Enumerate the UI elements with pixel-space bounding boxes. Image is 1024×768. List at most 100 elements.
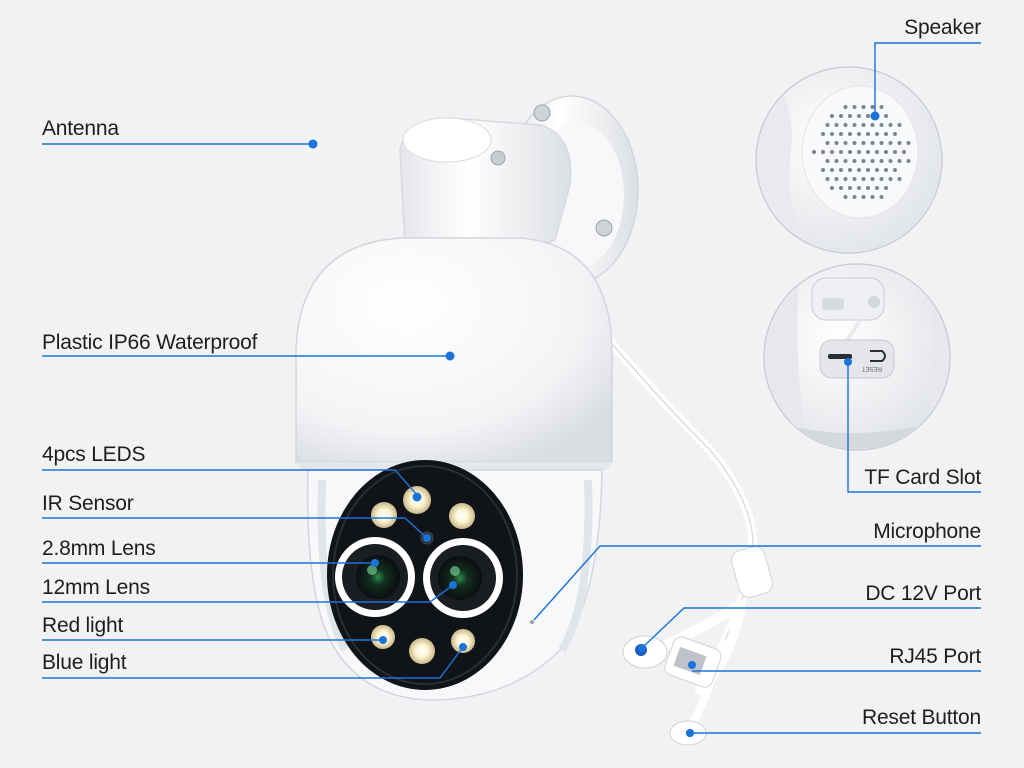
- label-leds: 4pcs LEDS: [42, 443, 146, 466]
- speaker-hole: [843, 141, 848, 145]
- speaker-hole: [866, 168, 870, 172]
- speaker-hole: [848, 132, 852, 136]
- speaker-hole: [861, 195, 866, 199]
- speaker-hole: [821, 168, 825, 172]
- speaker-hole: [821, 150, 825, 154]
- speaker-hole: [893, 168, 897, 172]
- speaker-hole: [830, 150, 834, 154]
- cable: [595, 325, 758, 645]
- dot-lens-28: [371, 559, 379, 567]
- speaker-hole: [888, 177, 893, 181]
- leader-dc-port: [641, 607, 981, 649]
- speaker-hole: [843, 159, 848, 163]
- speaker-hole: [897, 177, 902, 181]
- dot-lens-12: [449, 581, 457, 589]
- speaker-hole: [879, 141, 884, 145]
- speaker-hole: [812, 150, 816, 154]
- dot-reset: [686, 729, 694, 737]
- speaker-hole: [870, 195, 875, 199]
- label-dc-port: DC 12V Port: [865, 582, 981, 605]
- speaker-hole: [879, 195, 884, 199]
- speaker-hole: [893, 150, 897, 154]
- speaker-hole: [861, 141, 866, 145]
- speaker-hole: [906, 141, 911, 145]
- speaker-hole: [897, 141, 902, 145]
- dot-tf-card: [844, 358, 852, 366]
- speaker-hole: [839, 150, 843, 154]
- label-lens-28: 2.8mm Lens: [42, 537, 156, 560]
- speaker-hole: [857, 168, 861, 172]
- speaker-hole: [852, 123, 857, 127]
- microphone-hole: [530, 620, 534, 624]
- speaker-hole: [857, 132, 861, 136]
- label-microphone: Microphone: [873, 520, 981, 543]
- dot-dc-port: [638, 644, 646, 652]
- speaker-hole: [852, 105, 857, 109]
- dot-rj45: [688, 661, 696, 669]
- led-bottom-center: [409, 638, 435, 664]
- camera-dome: [295, 237, 613, 463]
- led-top-left: [371, 502, 397, 528]
- speaker-hole: [870, 177, 875, 181]
- speaker-hole: [888, 123, 893, 127]
- speaker-hole: [848, 114, 852, 118]
- label-speaker: Speaker: [904, 16, 981, 39]
- leader-lens-12: [42, 584, 454, 603]
- speaker-hole: [825, 141, 830, 145]
- speaker-hole: [825, 123, 830, 127]
- dot-ir-sensor: [423, 534, 431, 542]
- speaker-hole: [879, 177, 884, 181]
- label-lens-12: 12mm Lens: [42, 576, 150, 599]
- speaker-hole: [843, 195, 848, 199]
- speaker-hole: [843, 105, 848, 109]
- speaker-hole: [884, 186, 888, 190]
- label-reset: Reset Button: [861, 706, 981, 729]
- speaker-hole: [839, 168, 843, 172]
- speaker-hole: [848, 168, 852, 172]
- dot-plastic-ip66: [445, 351, 455, 361]
- speaker-hole: [834, 123, 839, 127]
- speaker-hole: [857, 114, 861, 118]
- speaker-hole: [861, 177, 866, 181]
- tf-card-inset: RESET: [763, 263, 951, 451]
- speaker-hole: [843, 177, 848, 181]
- speaker-hole: [884, 132, 888, 136]
- speaker-hole: [888, 159, 893, 163]
- speaker-hole: [834, 159, 839, 163]
- speaker-hole: [848, 186, 852, 190]
- speaker-hole: [857, 186, 861, 190]
- label-rj45: RJ45 Port: [889, 645, 981, 668]
- speaker-hole: [821, 132, 825, 136]
- dot-antenna: [308, 139, 318, 149]
- speaker-hole: [830, 114, 834, 118]
- speaker-hole: [875, 132, 879, 136]
- speaker-hole: [884, 150, 888, 154]
- label-red-light: Red light: [42, 614, 124, 637]
- lens-12mm: [423, 538, 503, 618]
- speaker-hole: [875, 150, 879, 154]
- speaker-hole: [906, 159, 911, 163]
- speaker-hole: [875, 186, 879, 190]
- speaker-hole: [839, 132, 843, 136]
- speaker-hole: [870, 105, 875, 109]
- leader-leds: [42, 469, 418, 496]
- dot-speaker: [870, 111, 880, 121]
- speaker-hole: [866, 150, 870, 154]
- blue-light: [451, 629, 475, 653]
- speaker-hole: [897, 159, 902, 163]
- leader-blue-light: [42, 646, 464, 679]
- speaker-hole: [866, 132, 870, 136]
- dot-leds: [412, 492, 422, 502]
- label-tf-card: TF Card Slot: [864, 466, 981, 489]
- speaker-hole: [884, 114, 888, 118]
- speaker-hole: [879, 123, 884, 127]
- speaker-hole: [870, 159, 875, 163]
- speaker-hole: [870, 123, 875, 127]
- speaker-hole: [839, 114, 843, 118]
- leader-ir-sensor: [42, 517, 428, 539]
- speaker-hole: [857, 150, 861, 154]
- leader-lines: [42, 42, 981, 734]
- speaker-hole: [839, 186, 843, 190]
- speaker-hole: [879, 159, 884, 163]
